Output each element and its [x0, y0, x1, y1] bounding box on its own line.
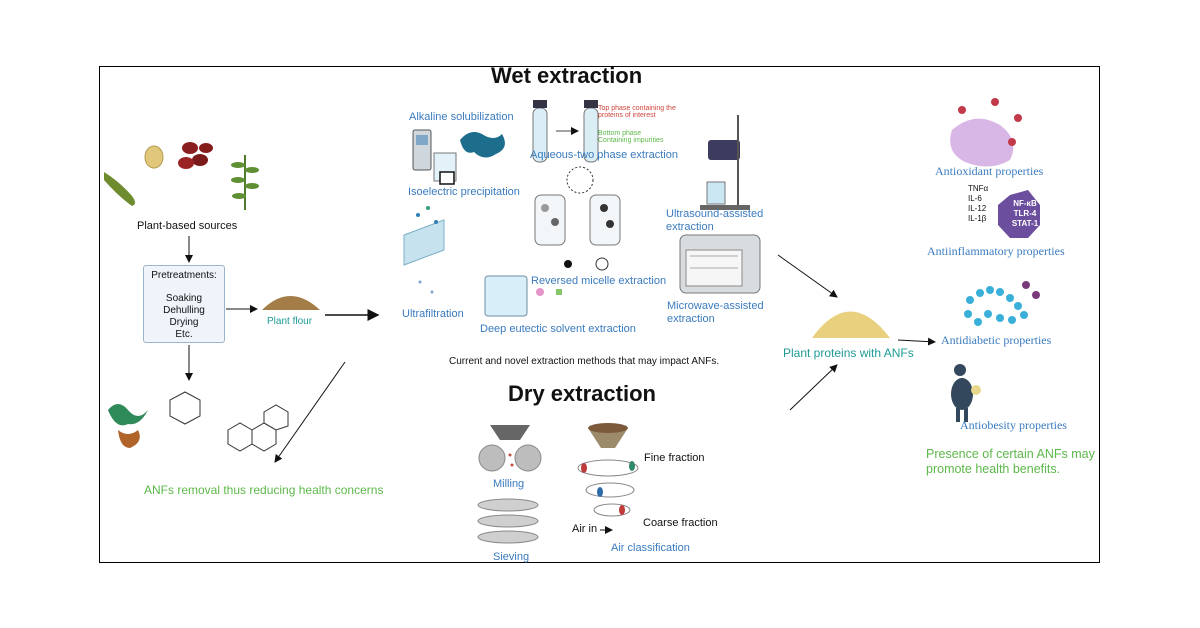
- arrow-wet-proteins: [777, 254, 838, 298]
- test-tube-icon: [532, 100, 599, 163]
- micelle-icon: [534, 166, 621, 271]
- receptor-icon: [998, 190, 1040, 238]
- ultrafiltration-label: Ultrafiltration: [402, 308, 464, 320]
- fine-fraction-label: Fine fraction: [644, 452, 705, 464]
- arrow-proteins-benefits: [897, 337, 936, 346]
- beaker-icon: [433, 152, 457, 185]
- microwave-label: Microwave-assisted extraction: [667, 300, 764, 325]
- antidiabetic-label: Antidiabetic properties: [941, 333, 1052, 347]
- coarse-fraction-label: Coarse fraction: [643, 517, 718, 529]
- alkaline-label: Alkaline solubilization: [409, 111, 514, 123]
- protein-structure-icon: [108, 404, 148, 448]
- leaf-icon: [231, 155, 259, 210]
- protein-structure-icon: [460, 132, 505, 158]
- ultrasound-label: Ultrasound-assisted extraction: [666, 208, 764, 233]
- ph-meter-icon: [412, 129, 432, 171]
- cytokine-marker: IL-1β: [968, 214, 987, 223]
- bottom-phase-note: Bottom phase Containing impurities: [598, 130, 664, 145]
- dry-extraction-heading: Dry extraction: [508, 381, 656, 406]
- pretreatments-title: Pretreatments:: [151, 270, 217, 281]
- mill-icon: [478, 425, 542, 472]
- milling-label: Milling: [493, 478, 525, 490]
- plant-sources-label: Plant-based sources: [137, 220, 238, 232]
- sieving-label: Sieving: [493, 551, 530, 563]
- flour-pile-icon: [262, 296, 320, 310]
- isoelectric-label: Isoelectric precipitation: [408, 186, 520, 198]
- beaker-icon: [484, 275, 562, 317]
- aqueous-label: Aqueous-two phase extraction: [530, 149, 678, 161]
- health-benefits-line2: promote health benefits.: [926, 462, 1061, 476]
- seed-icon: [144, 145, 164, 169]
- person-icon: [951, 364, 981, 422]
- air-classification-label: Air classification: [611, 542, 690, 554]
- pretreatment-item: Drying: [169, 317, 199, 328]
- sonicator-icon: [700, 115, 750, 210]
- cytokine-marker: TNFα: [968, 184, 989, 193]
- microwave-icon: [679, 234, 761, 294]
- pathway-marker: TLR-4: [1013, 209, 1037, 218]
- bead-chain-icon: [964, 281, 1040, 326]
- pathway-marker: STAT-1: [1011, 219, 1039, 228]
- flour-pile-icon: [812, 311, 890, 338]
- wet-extraction-heading: Wet extraction: [491, 63, 643, 88]
- reversed-micelle-label: Reversed micelle extraction: [531, 275, 667, 287]
- pretreatment-item: Etc.: [175, 329, 193, 340]
- pretreatments-box: Pretreatments: Soaking Dehulling Drying …: [143, 265, 225, 343]
- cyclone-icon: [577, 423, 639, 517]
- kidney-bean-icon: [178, 142, 213, 169]
- pathway-marker: NF-κB: [1013, 199, 1037, 208]
- anf-removal-label: ANFs removal thus reducing health concer…: [144, 483, 384, 497]
- top-phase-note: Top phase containing the proteins of int…: [598, 105, 676, 120]
- arrow-dry-proteins: [789, 364, 838, 411]
- health-benefits-line1: Presence of certain ANFs may: [926, 447, 1095, 461]
- deep-eutectic-label: Deep eutectic solvent extraction: [480, 323, 636, 335]
- antiinflammatory-label: Antiinflammatory properties: [927, 244, 1065, 258]
- air-in-label: Air in: [572, 523, 598, 535]
- bean-icon: [104, 172, 135, 206]
- plant-flour-label: Plant flour: [267, 316, 313, 327]
- cytokine-marker: IL-6: [968, 194, 982, 203]
- methods-caption: Current and novel extraction methods tha…: [449, 356, 720, 367]
- arrow-to-removal: [274, 361, 346, 463]
- antioxidant-label: Antioxidant properties: [935, 164, 1044, 178]
- cytokine-list: TNFα IL-6 IL-12 IL-1β: [968, 184, 988, 224]
- molecule-icon: [169, 391, 289, 452]
- ultrafiltration-icon: [403, 206, 445, 294]
- pathway-list: NF-κB TLR-4 STAT-1: [1004, 199, 1046, 229]
- pretreatment-item: Soaking: [165, 293, 203, 304]
- sieve-icon: [477, 498, 539, 544]
- pretreatment-item: Dehulling: [163, 305, 205, 316]
- diagram-frame: [99, 66, 1100, 563]
- cell-icon: [950, 98, 1022, 167]
- plant-proteins-label: Plant proteins with ANFs: [783, 346, 914, 360]
- antiobesity-label: Antiobesity properties: [960, 418, 1067, 432]
- cytokine-marker: IL-12: [968, 204, 987, 213]
